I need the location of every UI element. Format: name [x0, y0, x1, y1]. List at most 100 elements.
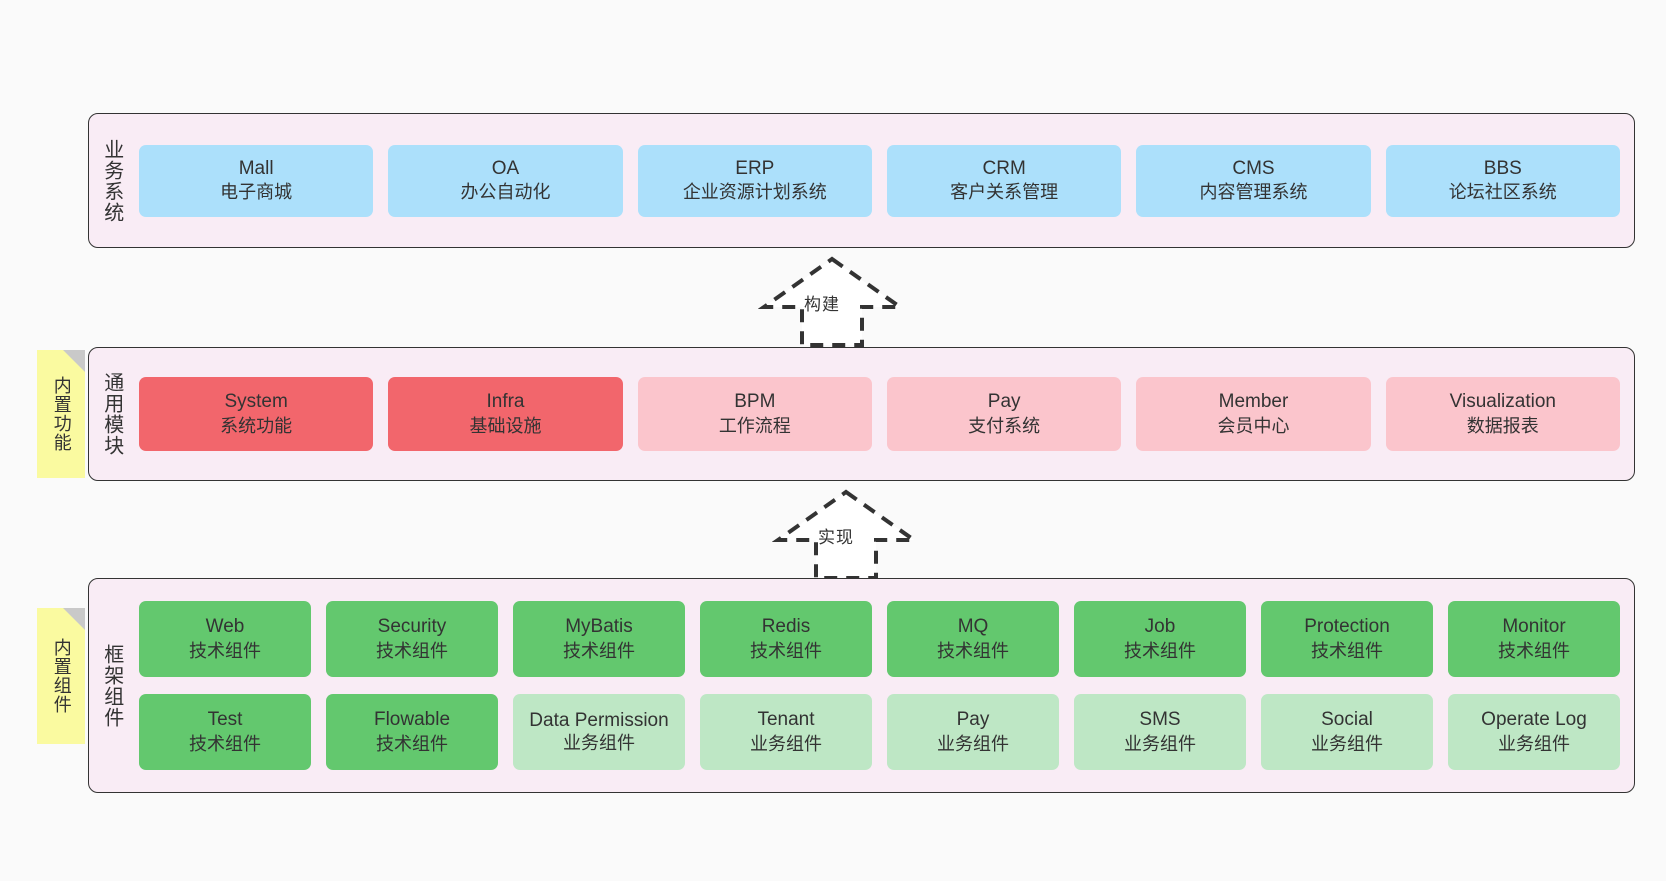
note-builtin-components: 内置组件 [37, 608, 85, 744]
module-card-bbs[interactable]: BBS 论坛社区系统 [1385, 144, 1620, 217]
module-card-bpm[interactable]: BPM 工作流程 [637, 377, 872, 451]
module-card-title: Infra [486, 391, 525, 413]
component-card-data-permission[interactable]: Data Permission 业务组件 [513, 694, 685, 770]
component-card-subtitle: 技术组件 [376, 640, 448, 661]
component-card-subtitle: 业务组件 [750, 733, 822, 754]
component-card-subtitle: 技术组件 [376, 733, 448, 754]
module-card-crm[interactable]: CRM 客户关系管理 [886, 144, 1122, 217]
layer-caption-framework-component: 框架组件 [100, 643, 123, 728]
component-card-sms[interactable]: SMS 业务组件 [1074, 694, 1246, 770]
component-card-subtitle: 业务组件 [563, 733, 635, 754]
component-card-job[interactable]: Job 技术组件 [1074, 601, 1246, 677]
component-card-pay[interactable]: Pay 业务组件 [887, 694, 1059, 770]
component-card-subtitle: 技术组件 [1311, 640, 1383, 661]
module-card-erp[interactable]: ERP 企业资源计划系统 [637, 144, 872, 217]
component-card-security[interactable]: Security 技术组件 [326, 601, 498, 677]
module-card-title: CRM [982, 157, 1026, 179]
module-card-title: Visualization [1449, 391, 1556, 413]
note-label: 内置组件 [51, 638, 72, 714]
component-card-protection[interactable]: Protection 技术组件 [1261, 601, 1433, 677]
connector-label-implement: 实现 [818, 528, 854, 547]
component-card-title: Pay [956, 709, 990, 731]
module-card-title: BBS [1483, 157, 1522, 179]
component-card-subtitle: 技术组件 [189, 640, 261, 661]
component-row-tech: Web 技术组件 Security 技术组件 MyBatis 技术组件 Redi… [139, 601, 1620, 677]
module-card-title: ERP [735, 157, 775, 179]
component-card-redis[interactable]: Redis 技术组件 [700, 601, 872, 677]
connector-label-build: 构建 [804, 295, 840, 314]
component-row-business: Test 技术组件 Flowable 技术组件 Data Permission … [139, 694, 1620, 770]
component-card-subtitle: 技术组件 [189, 733, 261, 754]
module-card-system[interactable]: System 系统功能 [139, 377, 374, 451]
module-card-infra[interactable]: Infra 基础设施 [388, 377, 623, 451]
component-card-monitor[interactable]: Monitor 技术组件 [1448, 601, 1620, 677]
component-card-subtitle: 技术组件 [563, 640, 635, 661]
layer-caption-common-module: 通用模块 [100, 372, 123, 456]
note-label: 内置功能 [51, 376, 72, 452]
module-card-visualization[interactable]: Visualization 数据报表 [1385, 377, 1620, 451]
module-card-subtitle: 论坛社区系统 [1448, 182, 1557, 203]
module-card-title: Member [1218, 391, 1289, 413]
component-card-title: Redis [761, 616, 811, 638]
component-card-subtitle: 业务组件 [1124, 733, 1196, 754]
dashed-hollow-up-arrow-icon-build [757, 255, 907, 347]
module-card-member[interactable]: Member 会员中心 [1136, 377, 1371, 451]
module-card-subtitle: 支付系统 [968, 415, 1041, 436]
module-card-subtitle: 电子商城 [220, 182, 293, 203]
component-card-title: Operate Log [1481, 709, 1587, 731]
component-card-subtitle: 技术组件 [750, 640, 822, 661]
module-card-oa[interactable]: OA 办公自动化 [388, 144, 623, 217]
layer-caption-business-system: 业务系统 [100, 138, 123, 223]
layer-body-common-module: System 系统功能 Infra 基础设施 BPM 工作流程 Pay 支付系统… [133, 348, 1634, 480]
component-card-subtitle: 业务组件 [1311, 733, 1383, 754]
component-card-title: Test [207, 709, 243, 731]
component-card-tenant[interactable]: Tenant 业务组件 [700, 694, 872, 770]
module-card-subtitle: 客户关系管理 [950, 182, 1059, 203]
layer-body-framework-component: Web 技术组件 Security 技术组件 MyBatis 技术组件 Redi… [133, 579, 1634, 792]
module-card-title: OA [491, 157, 520, 179]
component-card-title: Tenant [757, 709, 815, 731]
module-card-subtitle: 会员中心 [1217, 415, 1290, 436]
component-card-title: Data Permission [529, 709, 669, 731]
module-row: System 系统功能 Infra 基础设施 BPM 工作流程 Pay 支付系统… [139, 377, 1620, 451]
component-card-test[interactable]: Test 技术组件 [139, 694, 311, 770]
component-card-mybatis[interactable]: MyBatis 技术组件 [513, 601, 685, 677]
component-card-mq[interactable]: MQ 技术组件 [887, 601, 1059, 677]
component-card-title: Web [205, 616, 245, 638]
module-card-title: Pay [987, 391, 1021, 413]
component-card-operate-log[interactable]: Operate Log 业务组件 [1448, 694, 1620, 770]
layer-business-system[interactable]: 业务系统 Mall 电子商城 OA 办公自动化 ERP 企业资源计划系统 CRM… [88, 113, 1635, 248]
module-card-pay[interactable]: Pay 支付系统 [886, 377, 1122, 451]
module-row: Mall 电子商城 OA 办公自动化 ERP 企业资源计划系统 CRM 客户关系… [139, 144, 1620, 217]
component-card-subtitle: 业务组件 [1498, 733, 1570, 754]
component-card-flowable[interactable]: Flowable 技术组件 [326, 694, 498, 770]
component-card-subtitle: 技术组件 [1498, 640, 1570, 661]
component-card-title: MQ [957, 616, 989, 638]
module-card-subtitle: 基础设施 [469, 415, 542, 436]
component-card-title: Protection [1304, 616, 1390, 638]
module-card-subtitle: 内容管理系统 [1199, 182, 1308, 203]
component-card-title: MyBatis [565, 616, 633, 638]
note-builtin-features: 内置功能 [37, 350, 85, 478]
layer-framework-component[interactable]: 框架组件 Web 技术组件 Security 技术组件 MyBatis 技术组件… [88, 578, 1635, 793]
module-card-subtitle: 办公自动化 [460, 182, 551, 203]
component-card-title: Security [377, 616, 447, 638]
component-card-web[interactable]: Web 技术组件 [139, 601, 311, 677]
module-card-mall[interactable]: Mall 电子商城 [139, 144, 374, 217]
module-card-title: System [224, 391, 288, 413]
component-card-subtitle: 技术组件 [1124, 640, 1196, 661]
layer-common-module[interactable]: 通用模块 System 系统功能 Infra 基础设施 BPM 工作流程 Pay… [88, 347, 1635, 481]
component-card-title: Social [1321, 709, 1373, 731]
component-card-social[interactable]: Social 业务组件 [1261, 694, 1433, 770]
module-card-subtitle: 数据报表 [1466, 415, 1539, 436]
module-card-subtitle: 工作流程 [718, 415, 791, 436]
component-card-subtitle: 技术组件 [937, 640, 1009, 661]
component-card-title: Job [1144, 616, 1176, 638]
component-card-title: Monitor [1502, 616, 1566, 638]
module-card-subtitle: 企业资源计划系统 [682, 182, 827, 203]
layer-body-business-system: Mall 电子商城 OA 办公自动化 ERP 企业资源计划系统 CRM 客户关系… [133, 114, 1634, 247]
module-card-cms[interactable]: CMS 内容管理系统 [1136, 144, 1371, 217]
module-card-title: Mall [238, 157, 274, 179]
module-card-title: BPM [734, 391, 776, 413]
